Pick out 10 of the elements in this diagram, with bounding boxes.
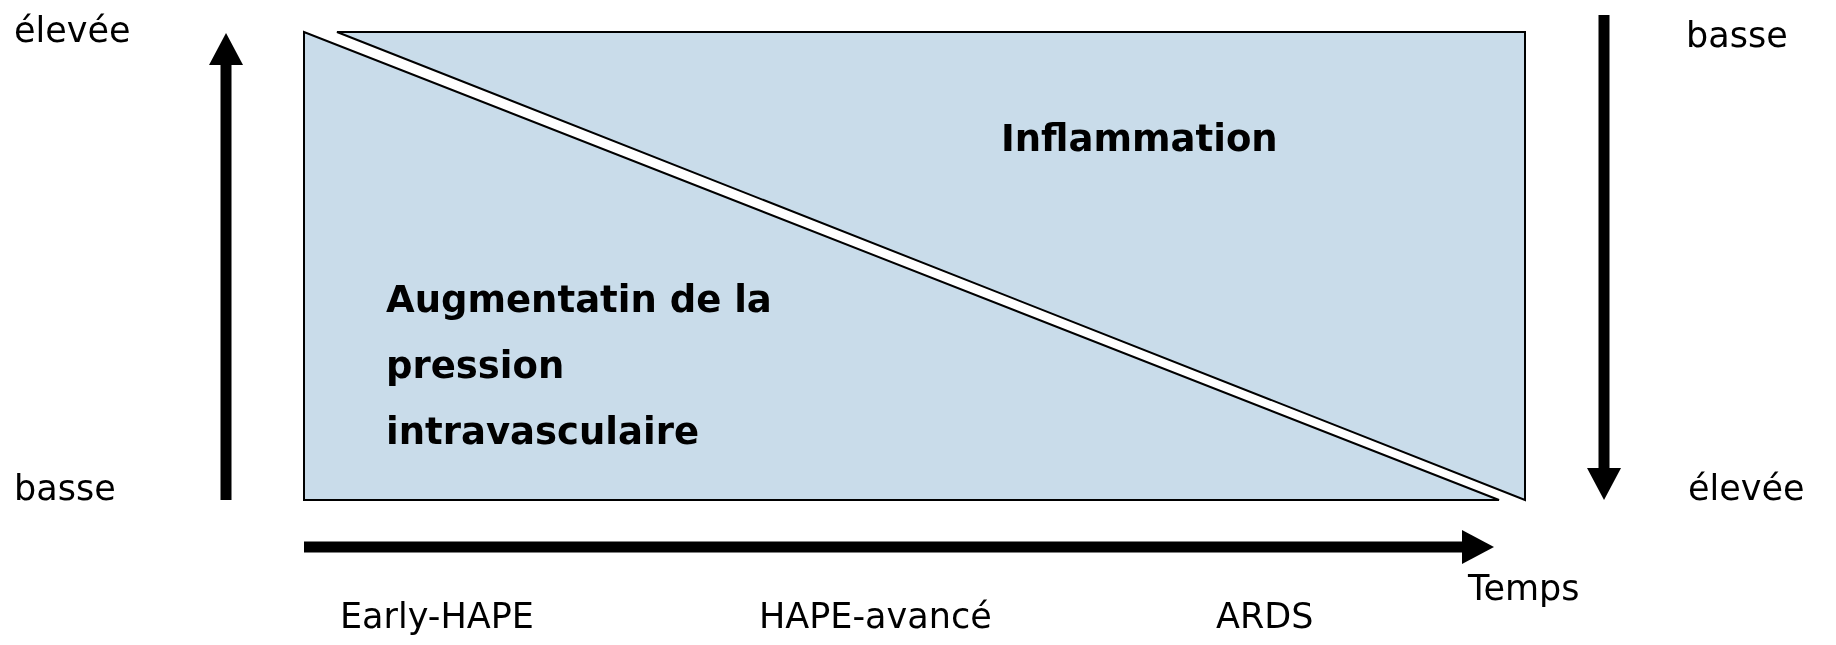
scale-label: basse [14, 468, 116, 508]
phase-label: ARDS [1216, 596, 1314, 636]
phase-label: HAPE-avancé [759, 596, 992, 636]
scale-label: basse [1686, 15, 1788, 55]
axis-label: Temps [1468, 568, 1580, 608]
scale-label: élevée [1688, 468, 1805, 508]
region-label: Augmentatin de la pression intravasculaire [386, 277, 773, 455]
scale-label: élevée [14, 10, 131, 50]
region-label: Inflammation [1001, 116, 1278, 162]
phase-label: Early-HAPE [340, 596, 534, 636]
